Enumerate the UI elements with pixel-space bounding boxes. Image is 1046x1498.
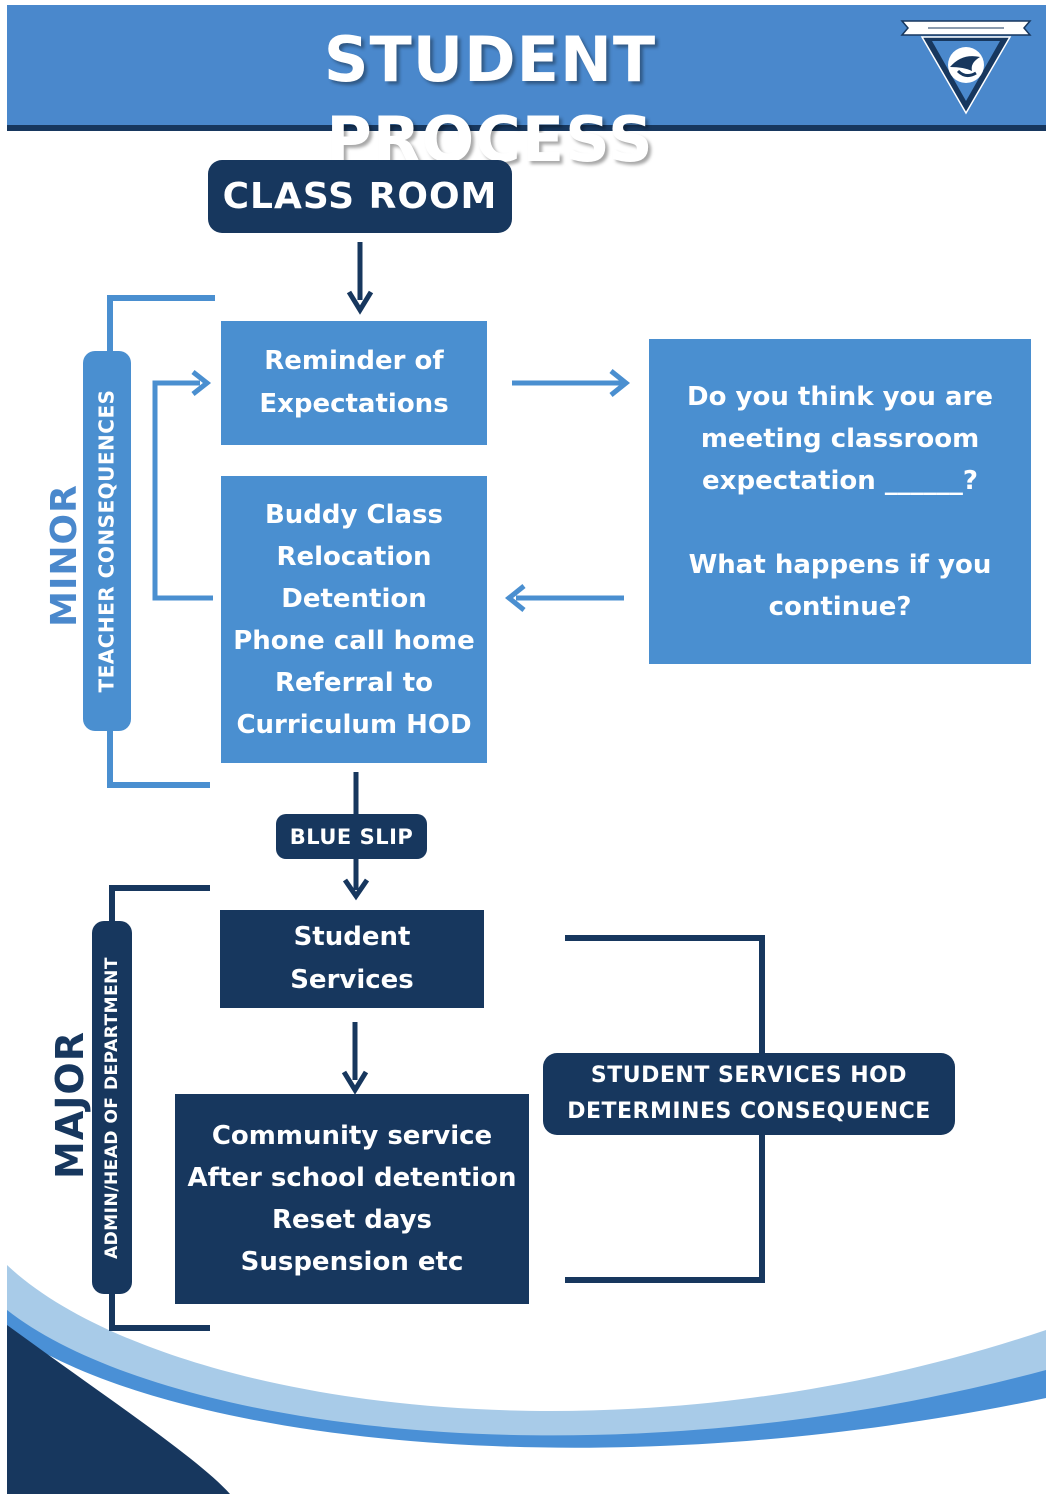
page-title: STUDENT PROCESS — [323, 23, 657, 176]
question-box: Do you think you are meeting classroom e… — [649, 339, 1031, 664]
school-crest-icon — [898, 15, 1034, 119]
consequence-item: Suspension etc — [240, 1247, 464, 1277]
services-line: Services — [290, 965, 414, 995]
major-label: MAJOR — [48, 1031, 92, 1179]
minor-label: MINOR — [43, 483, 85, 627]
major-label-wrap: MAJOR — [48, 1030, 92, 1180]
question-line: meeting classroom — [700, 423, 980, 454]
left-arrow — [504, 584, 624, 612]
question-line: expectation ______? — [702, 465, 978, 496]
classroom-down-arrow — [346, 242, 374, 315]
hod-line: DETERMINES CONSEQUENCE — [567, 1099, 931, 1124]
loop-back-arrow — [152, 380, 213, 601]
services-line: Student — [293, 922, 411, 952]
hod-note-badge: STUDENT SERVICES HOD DETERMINES CONSEQUE… — [543, 1053, 955, 1135]
admin-hod-pill: ADMIN/HEAD OF DEPARTMENT — [92, 921, 132, 1294]
classroom-box: CLASS ROOM — [208, 160, 512, 233]
reminder-line: Reminder of — [264, 346, 444, 376]
teacher-consequences-label: TEACHER CONSEQUENCES — [95, 389, 120, 693]
consequence-item: Phone call home — [233, 625, 475, 656]
consequence-item: Community service — [211, 1121, 493, 1151]
header-underline — [7, 125, 1046, 131]
blue-slip-label: BLUE SLIP — [289, 824, 414, 849]
classroom-label: CLASS ROOM — [222, 176, 498, 217]
student-services-box: Student Services — [220, 910, 484, 1008]
consequence-item: Referral to — [274, 667, 434, 698]
blue-slip-badge: BLUE SLIP — [276, 814, 427, 859]
question-line: Do you think you are — [687, 381, 993, 412]
blue-slip-down-arrow — [342, 859, 370, 901]
consequence-item: After school detention — [187, 1163, 517, 1193]
consequence-item: Detention — [281, 583, 427, 614]
header-banner — [7, 5, 1046, 125]
reminder-line: Expectations — [259, 389, 449, 419]
minor-consequences-box: Buddy Class Relocation Detention Phone c… — [221, 476, 487, 763]
consequence-item: Buddy Class — [264, 499, 444, 530]
minor-label-wrap: MINOR — [44, 484, 85, 627]
hod-line: STUDENT SERVICES HOD — [590, 1063, 908, 1088]
question-line: What happens if you — [688, 549, 992, 580]
admin-hod-label: ADMIN/HEAD OF DEPARTMENT — [102, 956, 123, 1259]
right-arrow — [512, 369, 631, 397]
teacher-consequences-pill: TEACHER CONSEQUENCES — [83, 351, 131, 731]
consequence-item: Reset days — [271, 1205, 433, 1235]
question-line: continue? — [768, 591, 912, 622]
services-down-arrow — [341, 1022, 369, 1095]
major-consequences-box: Community service After school detention… — [175, 1094, 529, 1304]
consequence-item: Relocation — [276, 541, 432, 572]
reminder-box: Reminder of Expectations — [221, 321, 487, 445]
consequence-item: Curriculum HOD — [236, 709, 472, 740]
